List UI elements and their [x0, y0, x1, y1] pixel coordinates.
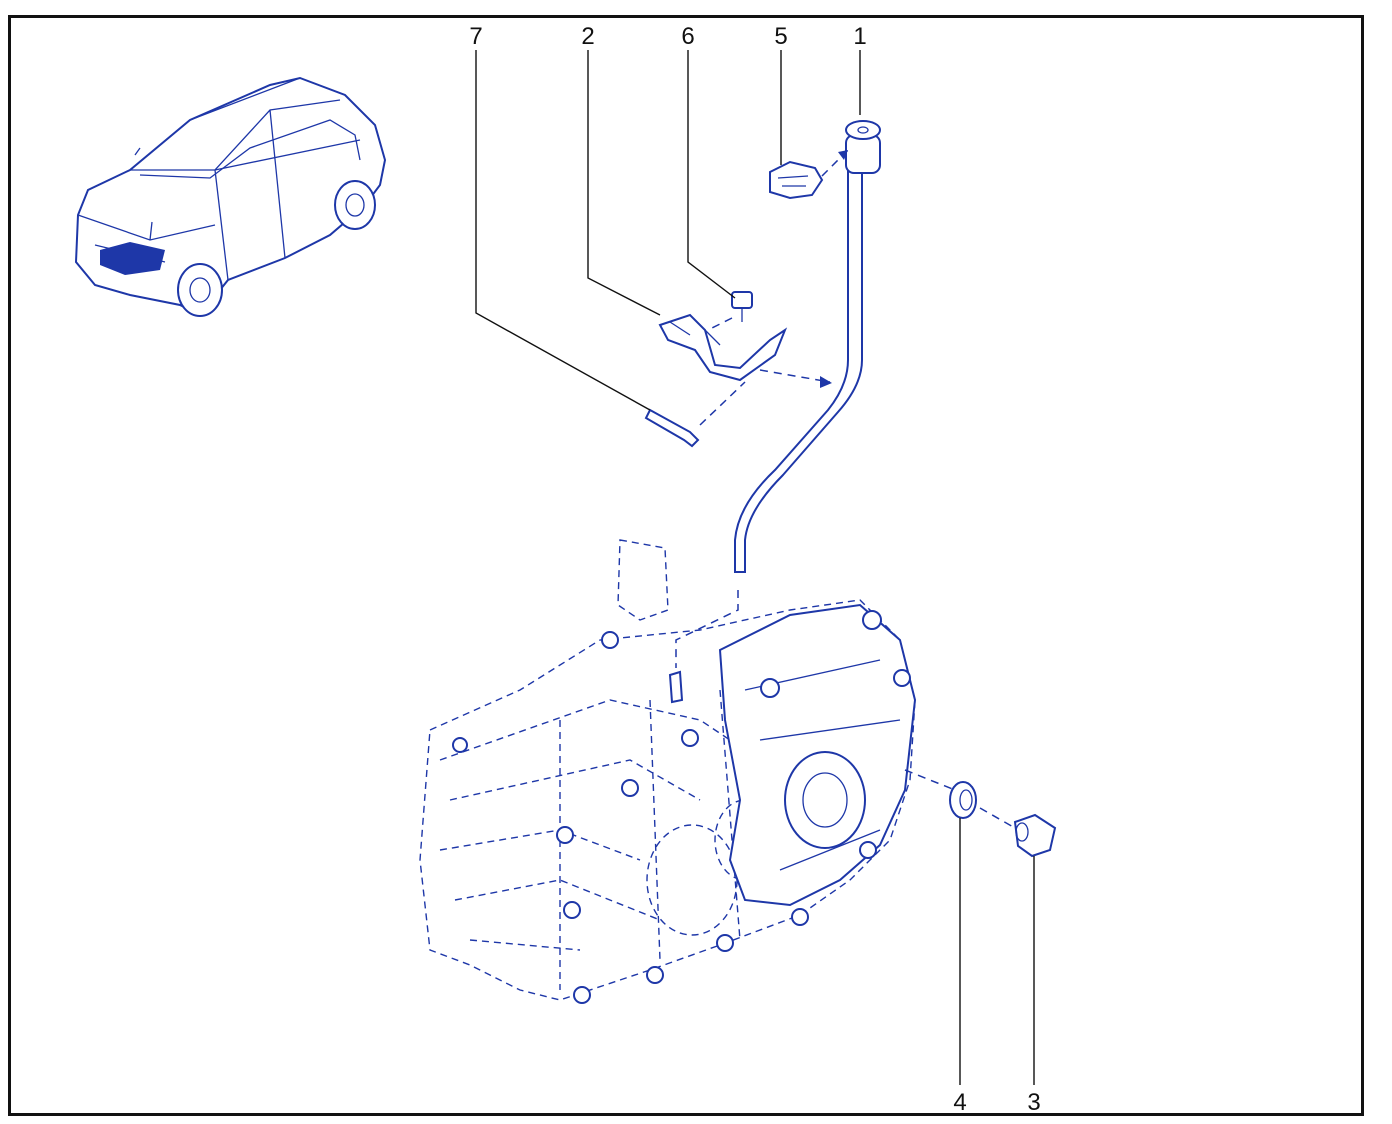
leader-lines	[475, 50, 1035, 1085]
callout-3: 3	[1027, 1089, 1040, 1116]
part-4-seal	[904, 769, 977, 819]
part-3-plug	[979, 807, 1057, 858]
callout-1: 1	[853, 23, 866, 50]
leader-6	[687, 50, 736, 299]
leader-2	[587, 50, 661, 316]
part-7-stud	[644, 381, 746, 448]
part-6-bolt	[711, 291, 753, 329]
callout-2: 2	[581, 23, 594, 50]
vehicle-locator-illustration	[74, 76, 387, 317]
part-5-clip	[769, 149, 849, 200]
part-2-bracket	[658, 313, 832, 388]
callout-4: 4	[953, 1089, 966, 1116]
callout-5: 5	[774, 23, 787, 50]
leader-7	[475, 50, 651, 411]
callout-labels: 7 2 6 5 1 4 3	[469, 23, 1040, 1116]
callout-7: 7	[469, 23, 482, 50]
transmission-housing	[419, 539, 917, 1004]
callout-6: 6	[681, 23, 694, 50]
